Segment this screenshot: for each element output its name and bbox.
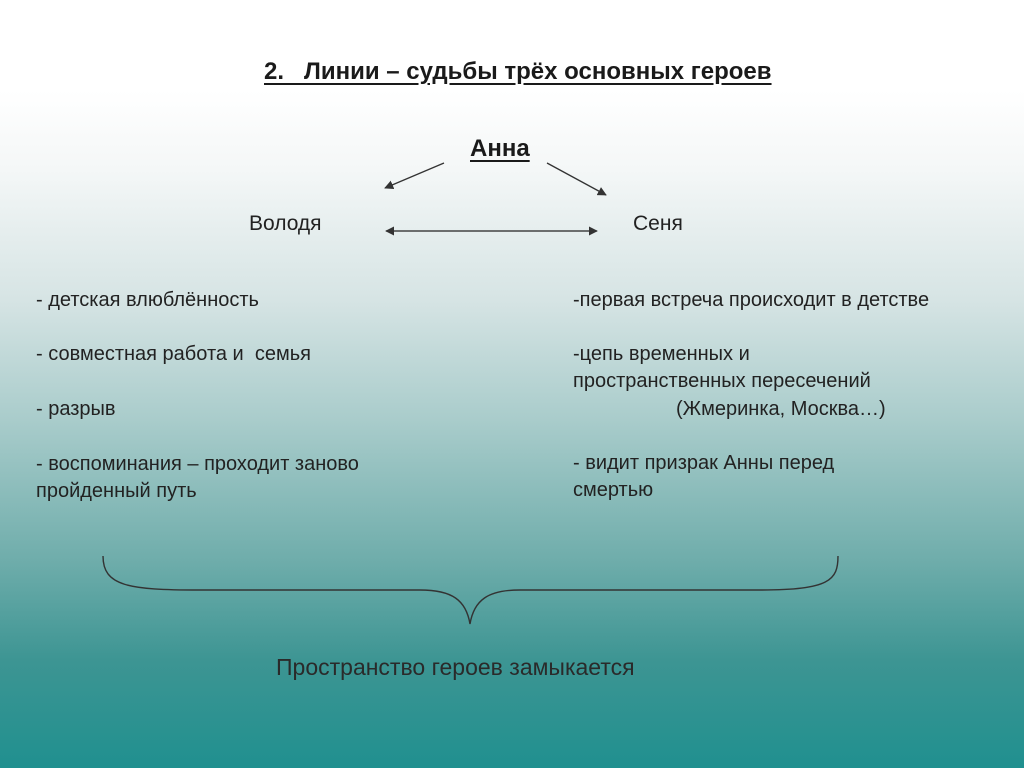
left-point-childhood-love: - детская влюблённость xyxy=(36,289,259,311)
left-point-work-family: - совместная работа и семья xyxy=(36,343,311,365)
slide-title: 2. Линии – судьбы трёх основных героев xyxy=(264,58,772,85)
hero-volodya: Володя xyxy=(249,212,322,235)
right-point-first-meeting: -первая встреча происходит в детстве xyxy=(573,289,930,311)
conclusion-text: Пространство героев замыкается xyxy=(276,654,635,680)
arrow-anna-to-senya xyxy=(546,162,607,196)
left-point-breakup: - разрыв xyxy=(36,398,116,420)
right-point-ghost: - видит призрак Анны перед смертью xyxy=(573,452,835,501)
closing-brace xyxy=(102,555,839,625)
arrow-anna-to-volodya xyxy=(384,162,445,189)
hero-anna: Анна xyxy=(470,135,530,162)
left-point-memories: - воспоминания – проходит заново пройден… xyxy=(36,453,359,502)
hero-senya: Сеня xyxy=(633,212,683,235)
right-point-places: (Жмеринка, Москва…) xyxy=(676,398,886,420)
right-point-intersections: -цепь временных и пространственных перес… xyxy=(573,343,871,392)
